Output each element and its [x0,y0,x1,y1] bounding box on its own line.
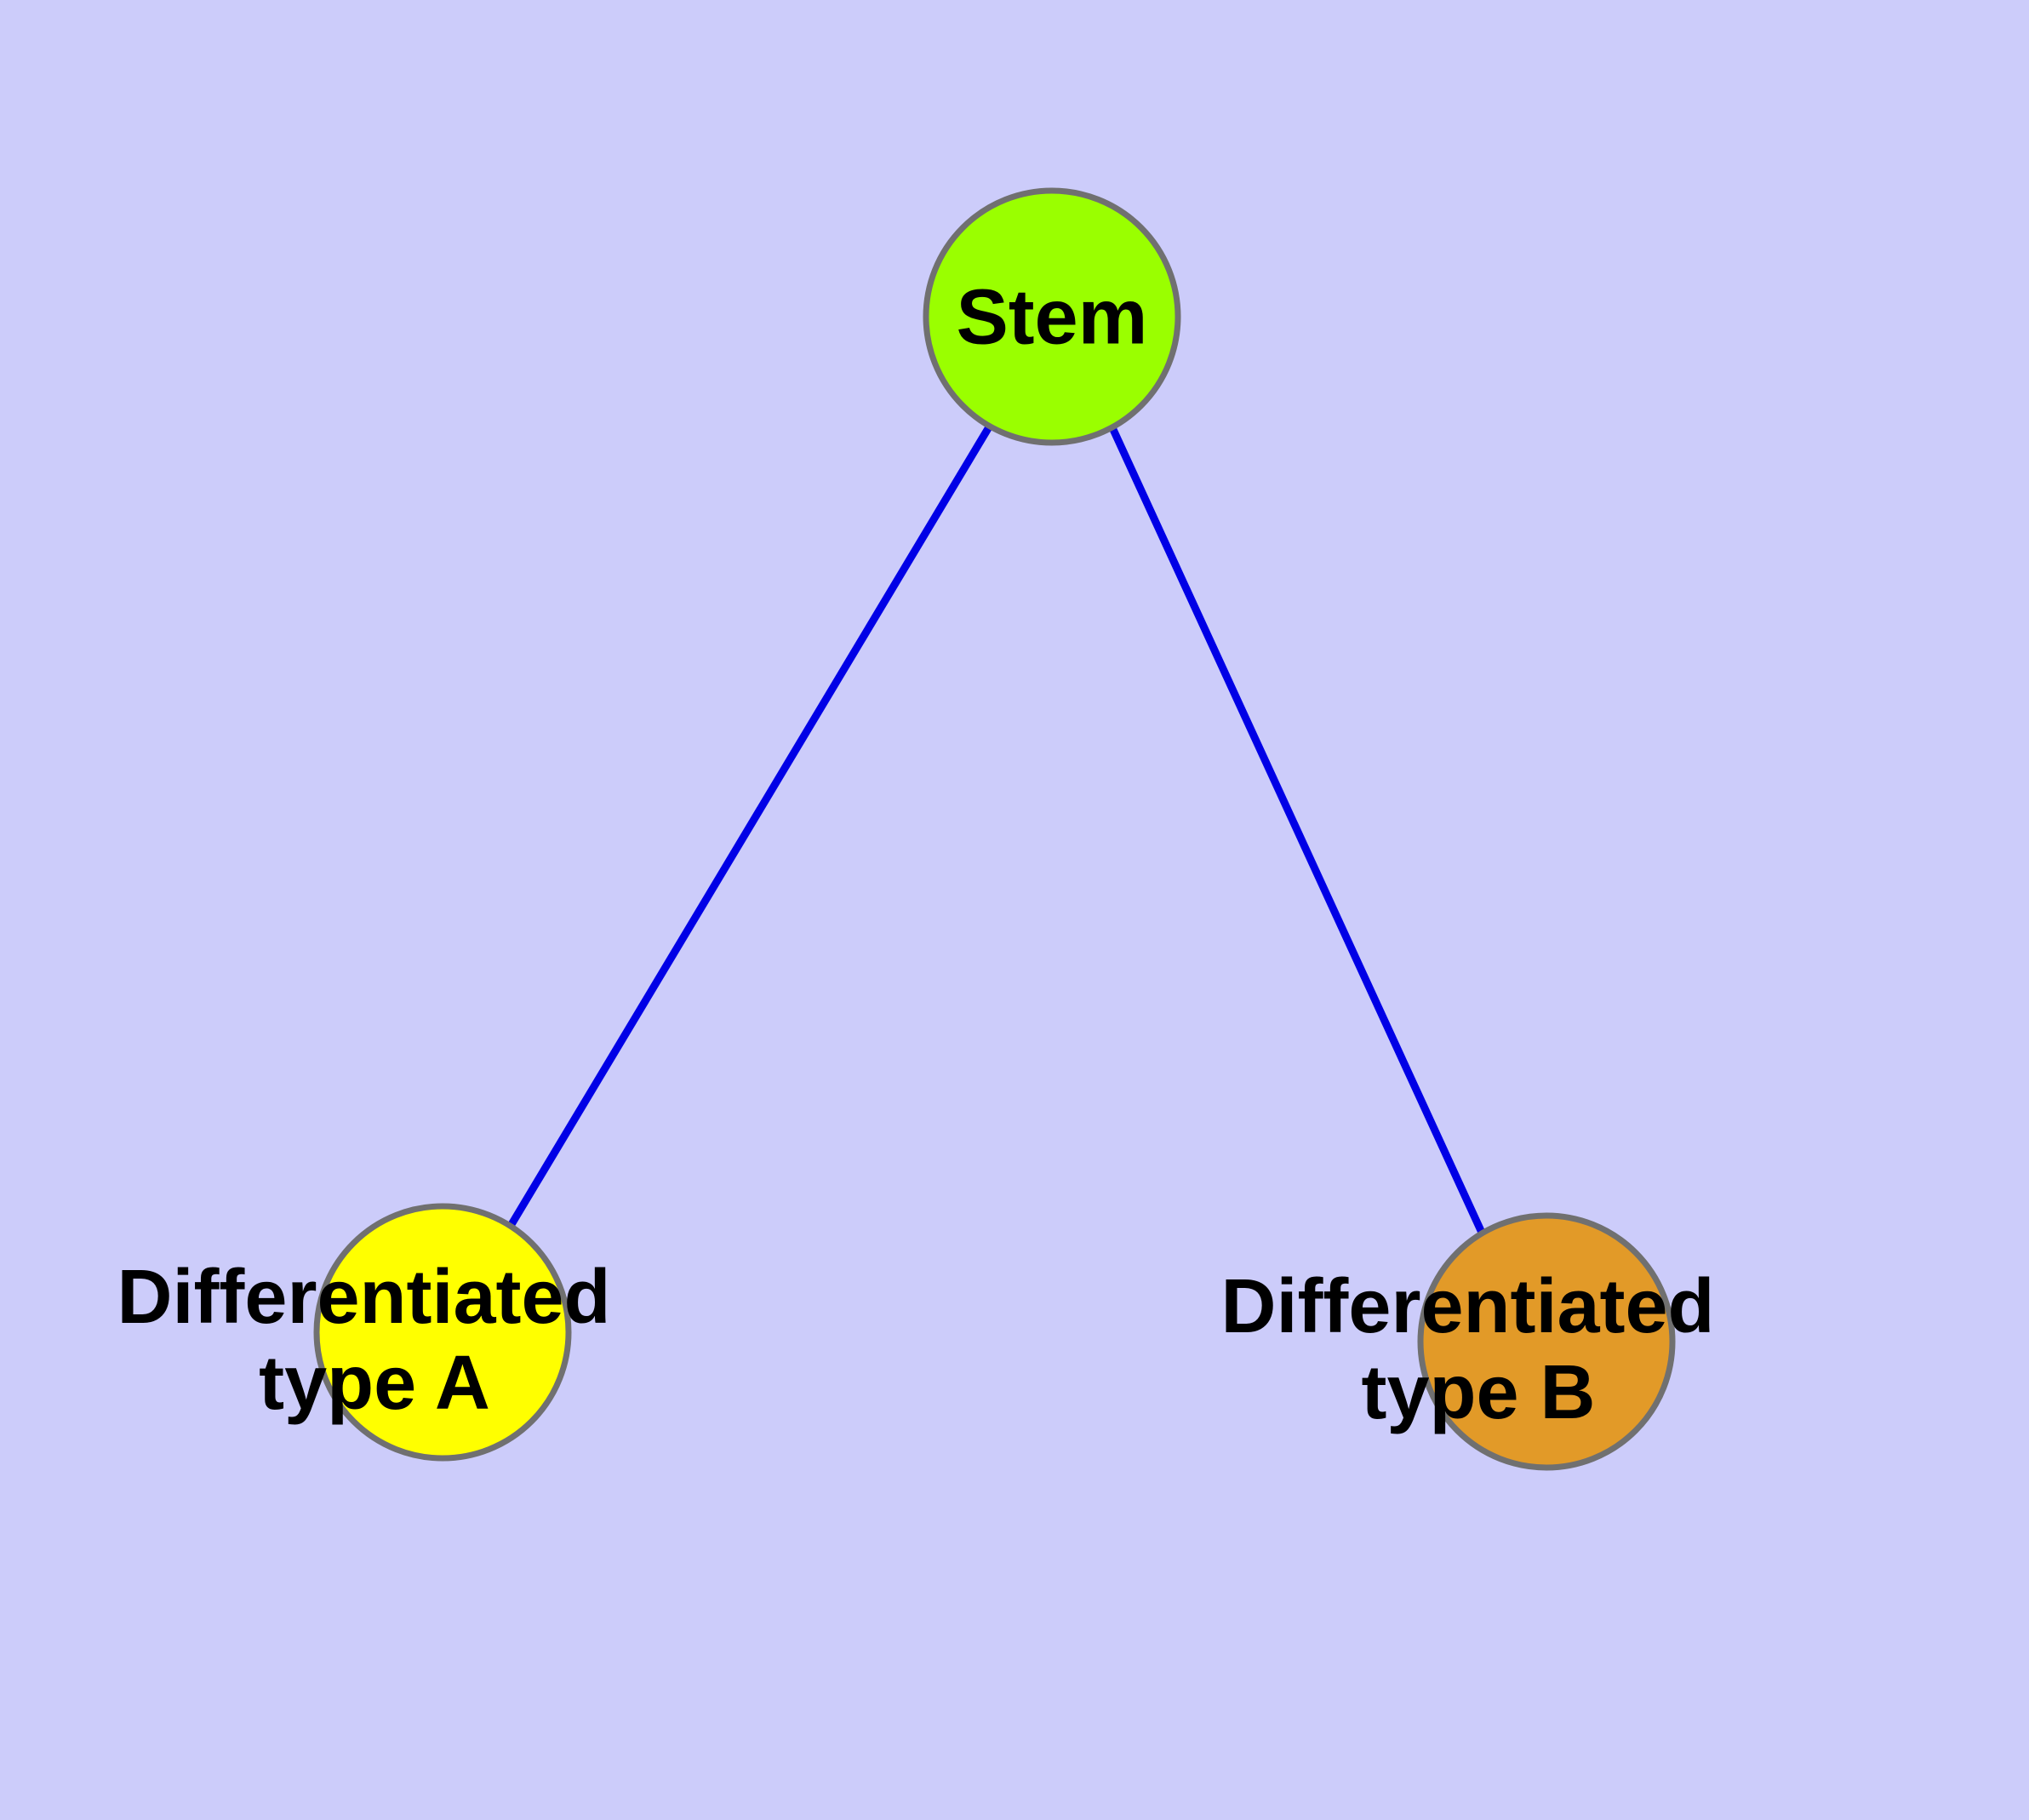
node-label-diff-b: Differentiated type B [1220,1264,1735,1435]
labels-layer: Stem Differentiated type A Differentiate… [117,273,1735,1435]
edges-layer [507,422,1487,1236]
node-label-diff-b-line2: type B [1361,1350,1595,1435]
node-stem[interactable] [923,187,1181,446]
edge-stem-to-diff-a[interactable] [507,423,993,1228]
node-label-diff-a-line2: type A [259,1341,490,1426]
node-label-diff-a-line1: Differentiated [117,1255,610,1340]
nodes-layer [313,187,1676,1471]
edge-stem-to-diff-b[interactable] [1106,422,1487,1236]
node-label-diff-b-line1: Differentiated [1220,1264,1714,1349]
node-diff-a[interactable] [313,1203,572,1462]
node-label-stem: Stem [957,273,1148,360]
node-label-diff-a: Differentiated type A [117,1255,632,1426]
node-diff-b[interactable] [1417,1212,1676,1471]
